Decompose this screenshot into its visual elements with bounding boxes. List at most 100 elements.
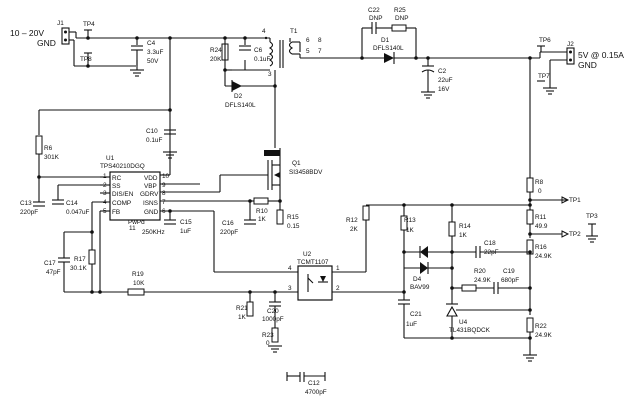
c17-capacitor: C17 47pF <box>44 231 92 292</box>
j1-connector: J1 10 – 20V GND <box>10 20 136 67</box>
svg-text:49.9: 49.9 <box>535 223 548 230</box>
svg-text:C10: C10 <box>146 128 158 135</box>
d2-diode: D2 DFLS140L <box>224 70 275 109</box>
svg-text:3.3uF: 3.3uF <box>147 49 163 56</box>
r14-resistor: R14 1K <box>448 205 471 288</box>
svg-text:50V: 50V <box>147 58 159 65</box>
svg-text:R20: R20 <box>474 268 486 275</box>
svg-text:J2: J2 <box>567 41 574 48</box>
j1-label: J1 <box>57 20 64 27</box>
j2-connector: J2 5V @ 0.15A GND <box>539 41 624 88</box>
svg-text:TP2: TP2 <box>569 231 581 238</box>
c6-capacitor: C6 0.1uF <box>239 45 270 63</box>
svg-text:R16: R16 <box>535 244 547 251</box>
svg-text:24.9K: 24.9K <box>474 277 491 284</box>
u4-shunt-reference: U4 TL431BQDCK <box>446 288 530 338</box>
svg-text:R8: R8 <box>535 179 544 186</box>
svg-text:1: 1 <box>336 265 340 272</box>
svg-text:C17: C17 <box>44 260 56 267</box>
svg-text:DFLS140L: DFLS140L <box>225 102 256 109</box>
svg-text:C13: C13 <box>20 200 32 207</box>
svg-text:16V: 16V <box>438 86 450 93</box>
r23-resistor: R23 0 <box>262 306 282 353</box>
svg-text:7: 7 <box>318 48 322 55</box>
svg-text:3: 3 <box>288 285 292 292</box>
svg-text:20K: 20K <box>210 56 222 63</box>
svg-text:9: 9 <box>162 182 166 189</box>
svg-text:C19: C19 <box>503 268 515 275</box>
output-rail: R8 0 R11 49.9 R16 24.9K R22 24.9K <box>523 58 562 362</box>
svg-text:GDRV: GDRV <box>140 191 159 198</box>
svg-text:C18: C18 <box>484 240 496 247</box>
svg-text:R12: R12 <box>346 217 358 224</box>
svg-text:FB: FB <box>112 209 120 216</box>
svg-text:BAV99: BAV99 <box>410 284 430 291</box>
c13-capacitor: C13 220pF <box>20 177 45 216</box>
svg-text:4700pF: 4700pF <box>305 389 327 396</box>
svg-text:TCMT1107: TCMT1107 <box>297 259 329 266</box>
svg-text:R15: R15 <box>287 214 299 221</box>
svg-text:T1: T1 <box>290 28 298 35</box>
svg-text:U1: U1 <box>106 155 115 162</box>
r21-resistor: R21 1K <box>236 292 254 321</box>
svg-text:R19: R19 <box>132 271 144 278</box>
tp3: TP3 <box>586 213 598 243</box>
tp7: TP7 <box>537 73 557 95</box>
output-voltage-label: 5V @ 0.15A <box>578 50 624 60</box>
svg-text:DNP: DNP <box>395 15 409 22</box>
svg-text:DNP: DNP <box>369 15 383 22</box>
c16-capacitor: C16 220pF <box>220 201 256 236</box>
c10-capacitor: C10 0.1uF <box>146 128 177 159</box>
svg-text:R6: R6 <box>44 145 53 152</box>
svg-text:250KHz: 250KHz <box>142 229 165 236</box>
svg-text:3: 3 <box>268 71 272 78</box>
q1-mosfet: Q1 SI3458BDV <box>250 148 323 210</box>
svg-text:TL431BQDCK: TL431BQDCK <box>449 327 491 334</box>
svg-text:4: 4 <box>288 265 292 272</box>
svg-text:C16: C16 <box>222 220 234 227</box>
svg-text:Q1: Q1 <box>292 160 301 167</box>
t1-transformer: T1 4 3 6 8 5 7 <box>262 28 362 78</box>
svg-text:220pF: 220pF <box>220 229 238 236</box>
d1-diode: D1 DFLS140L <box>362 37 540 64</box>
c21-capacitor: C21 1uF <box>398 299 530 339</box>
svg-text:D4: D4 <box>413 276 422 283</box>
tp1: TP1 <box>561 196 581 204</box>
c18-capacitor: C18 22pF <box>452 240 530 258</box>
u2-optocoupler: U2 TCMT1107 4 3 1 2 <box>288 220 404 301</box>
svg-text:U2: U2 <box>303 251 312 258</box>
svg-text:11: 11 <box>129 225 136 232</box>
d4-diode: D4 BAV99 <box>404 246 452 291</box>
svg-text:R13: R13 <box>404 217 416 224</box>
svg-text:VBP: VBP <box>144 183 157 190</box>
svg-text:30.1K: 30.1K <box>70 265 87 272</box>
u1-controller: U1 TPS40210DGQ RC SS DIS/EN COMP FB VDD … <box>92 155 298 273</box>
ground-symbol <box>130 69 144 77</box>
svg-text:0: 0 <box>266 340 270 347</box>
svg-text:2: 2 <box>336 285 340 292</box>
r17-resistor: R17 30.1K <box>70 202 101 292</box>
junctions <box>37 36 532 340</box>
svg-text:0.1uF: 0.1uF <box>254 56 270 63</box>
svg-text:DIS/EN: DIS/EN <box>112 191 134 198</box>
svg-text:1uF: 1uF <box>406 321 417 328</box>
svg-text:24.9K: 24.9K <box>535 332 552 339</box>
svg-text:22uF: 22uF <box>438 77 453 84</box>
svg-text:R11: R11 <box>535 214 547 221</box>
r13-resistor: R13 1K <box>400 205 416 300</box>
svg-text:1K: 1K <box>459 232 468 239</box>
c14-capacitor: C14 0.047uF <box>52 184 100 216</box>
svg-text:0.047uF: 0.047uF <box>66 209 90 216</box>
svg-text:24.9K: 24.9K <box>535 253 552 260</box>
input-rail <box>38 37 291 178</box>
svg-text:C21: C21 <box>410 311 422 318</box>
svg-text:DFLS140L: DFLS140L <box>373 45 404 52</box>
svg-text:TP4: TP4 <box>83 21 95 28</box>
svg-text:1uF: 1uF <box>180 228 191 235</box>
svg-text:5: 5 <box>306 48 310 55</box>
svg-text:301K: 301K <box>44 154 60 161</box>
svg-text:1K: 1K <box>406 227 415 234</box>
svg-text:SI3458BDV: SI3458BDV <box>289 169 323 176</box>
c15-capacitor: C15 1uF <box>164 211 192 235</box>
